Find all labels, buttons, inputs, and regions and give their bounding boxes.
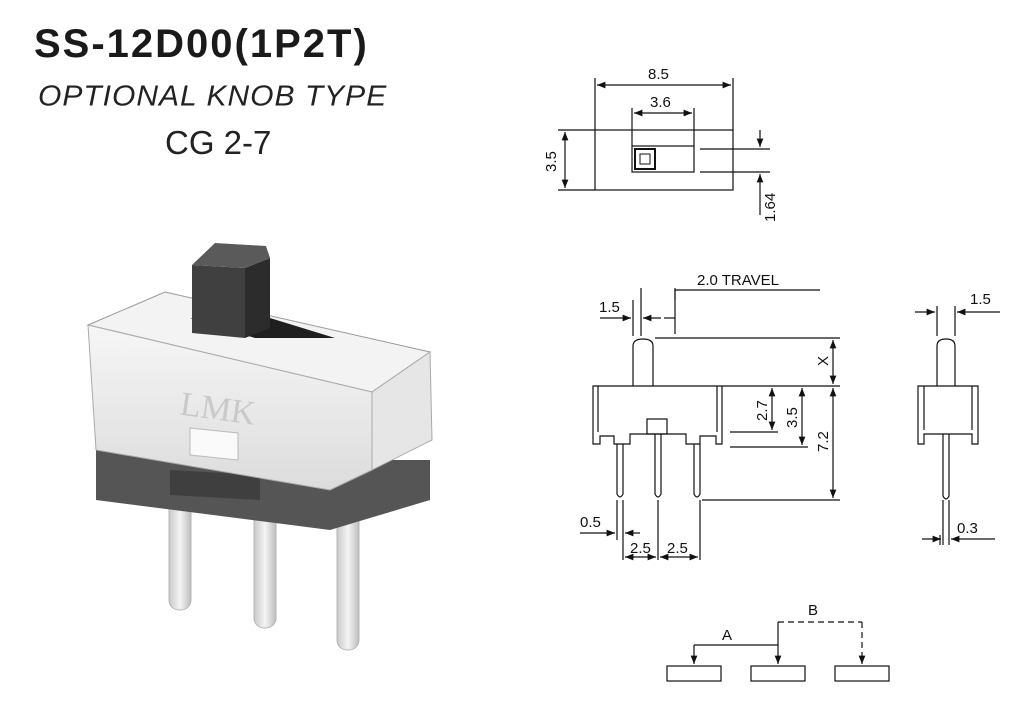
product-title: SS-12D00(1P2T) bbox=[34, 22, 369, 66]
photo-knob-front bbox=[192, 265, 245, 338]
top-width-label: 8.5 bbox=[648, 66, 669, 83]
front-h2-label: 3.5 bbox=[784, 407, 801, 428]
circuit-label-a: A bbox=[722, 627, 732, 644]
side-knob-label: 1.5 bbox=[970, 291, 991, 308]
front-pitch1-label: 2.5 bbox=[630, 540, 651, 557]
top-slot-label: 3.6 bbox=[650, 94, 671, 111]
circuit-diagram bbox=[666, 621, 890, 682]
photo-knob-side bbox=[245, 258, 270, 338]
photo-knob-top bbox=[192, 243, 270, 268]
front-pin-left-label: 1.5 bbox=[599, 299, 620, 316]
front-view bbox=[580, 288, 941, 561]
front-pin-middle bbox=[654, 434, 662, 498]
top-view-slot bbox=[631, 145, 695, 173]
circuit-label-b: B bbox=[808, 602, 818, 619]
photo-housing-side bbox=[371, 351, 433, 471]
product-subtitle: OPTIONAL KNOB TYPE bbox=[38, 80, 388, 113]
side-pin-thick-label: 0.3 bbox=[957, 520, 978, 537]
front-knob bbox=[632, 338, 654, 386]
terminal-2 bbox=[750, 665, 806, 682]
model-code: CG 2-7 bbox=[165, 124, 272, 161]
photo-housing-front bbox=[87, 324, 373, 491]
side-view bbox=[915, 306, 1000, 545]
front-body bbox=[592, 385, 723, 445]
front-h1-label: 2.7 bbox=[754, 400, 771, 421]
front-pin-right bbox=[693, 444, 701, 498]
terminal-1 bbox=[666, 665, 722, 682]
top-offset-label: 1.64 bbox=[762, 193, 779, 222]
side-pin bbox=[942, 434, 950, 500]
front-pin-width-label: 0.5 bbox=[580, 514, 601, 531]
photo-pin-right bbox=[336, 509, 360, 651]
top-view-knob bbox=[634, 148, 656, 170]
terminal-3 bbox=[834, 665, 890, 682]
top-height-label: 3.5 bbox=[543, 151, 560, 172]
front-h3-label: 7.2 bbox=[815, 431, 832, 452]
top-view-body bbox=[594, 129, 734, 191]
top-view bbox=[558, 78, 770, 215]
side-knob bbox=[936, 338, 956, 386]
front-pin-left bbox=[616, 444, 624, 498]
switch-photo: LMK bbox=[86, 243, 433, 651]
side-body bbox=[917, 385, 979, 445]
front-x-label: X bbox=[815, 356, 832, 366]
front-pitch2-label: 2.5 bbox=[667, 540, 688, 557]
front-travel-label: 2.0 TRAVEL bbox=[697, 272, 779, 289]
